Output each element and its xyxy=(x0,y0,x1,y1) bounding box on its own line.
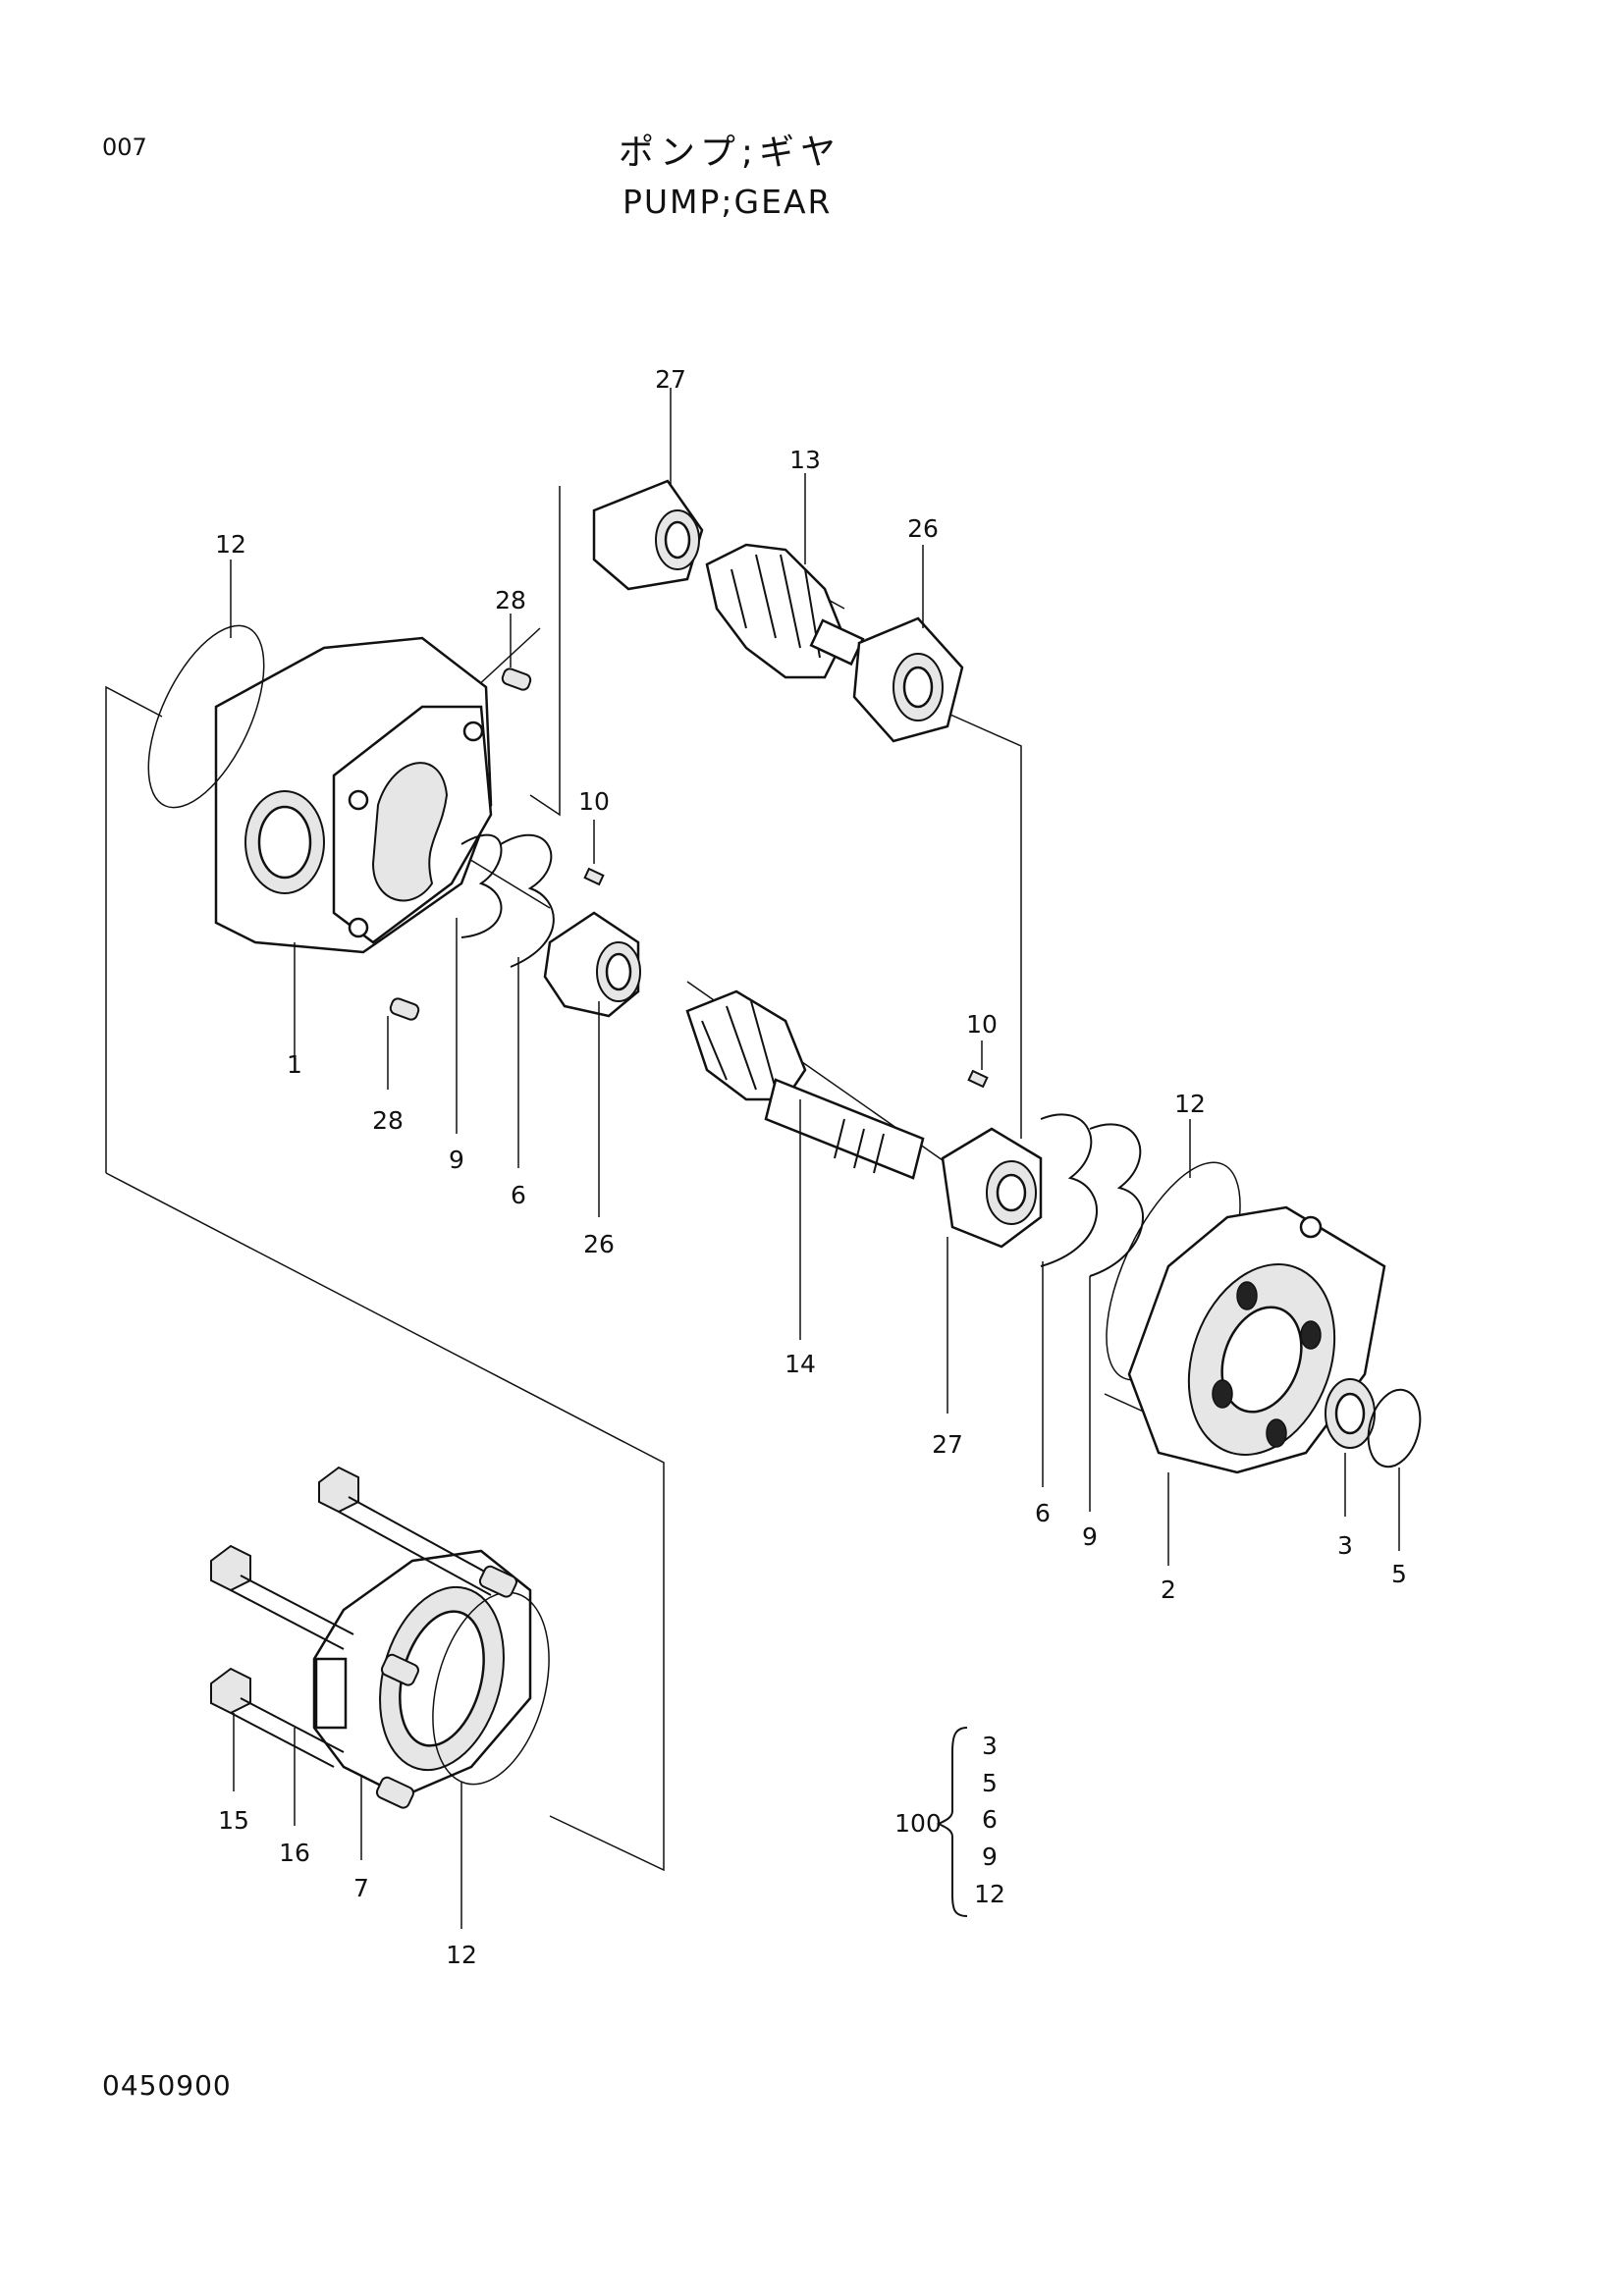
title-english: PUMP;GEAR xyxy=(622,183,833,221)
pump-body-part-1 xyxy=(214,636,493,954)
bushing-part-27-lower xyxy=(941,1127,1043,1249)
snap-ring-part-5 xyxy=(1367,1388,1422,1468)
oil-seal-part-3 xyxy=(1325,1378,1376,1449)
o-ring-part-12-plate xyxy=(432,1591,550,1786)
bushing-part-27-top xyxy=(592,479,704,591)
callout-10-left: 10 xyxy=(578,787,610,816)
callout-labels: 27 13 26 12 28 10 1 28 9 6 26 10 12 14 2… xyxy=(215,365,1407,1969)
callout-9-right: 9 xyxy=(1082,1522,1098,1551)
title-japanese: ポンプ;ギヤ xyxy=(619,133,842,173)
callout-leaders xyxy=(230,388,1400,1929)
stud-ends xyxy=(375,1565,517,1809)
key-part-10-left xyxy=(583,867,605,886)
o-ring-part-12-body xyxy=(147,624,265,809)
callout-6-left: 6 xyxy=(511,1181,526,1209)
callout-26-top: 26 xyxy=(907,514,939,543)
backup-ring-part-6-left xyxy=(500,833,555,968)
page-code: 007 xyxy=(102,133,147,161)
bushing-part-26-lower xyxy=(543,911,641,1018)
bolt-part-15-lower xyxy=(210,1667,345,1768)
callout-27-top: 27 xyxy=(655,365,686,394)
kit-bracket xyxy=(936,1727,968,1917)
callout-15: 15 xyxy=(218,1806,249,1835)
callout-27-lower: 27 xyxy=(932,1430,963,1459)
callout-12-plate: 12 xyxy=(446,1941,477,1969)
callout-13: 13 xyxy=(789,446,821,474)
drive-gear-shaft-part-14 xyxy=(685,989,925,1180)
callout-12-cover: 12 xyxy=(1174,1090,1206,1118)
callout-3: 3 xyxy=(1337,1531,1353,1560)
bushing-part-26-top xyxy=(852,616,964,743)
key-part-10-right xyxy=(967,1069,989,1089)
callout-12-body: 12 xyxy=(215,530,246,559)
callout-1: 1 xyxy=(287,1050,302,1079)
callout-2: 2 xyxy=(1161,1575,1176,1604)
callout-10-right: 10 xyxy=(966,1010,998,1039)
seal-part-9-right xyxy=(1089,1123,1144,1277)
callout-14: 14 xyxy=(784,1350,816,1378)
backup-ring-part-6-right xyxy=(1040,1113,1099,1267)
bolt-part-15-top xyxy=(318,1466,502,1596)
dowel-pin-part-28-top xyxy=(501,667,532,691)
driven-gear-part-13 xyxy=(705,543,865,679)
dowel-pin-part-28-bottom xyxy=(389,997,420,1021)
kit-item: 12 xyxy=(974,1880,1005,1908)
callout-9-left: 9 xyxy=(449,1146,464,1174)
drawing-number: 0450900 xyxy=(102,2069,232,2102)
callout-6-right: 6 xyxy=(1035,1499,1051,1527)
callout-16: 16 xyxy=(279,1839,310,1867)
bolt-part-15-upper xyxy=(210,1544,354,1650)
callout-26-lower: 26 xyxy=(583,1230,615,1258)
kit-item: 3 xyxy=(982,1732,998,1760)
kit-list: 100 3 5 6 9 12 xyxy=(894,1732,1005,1908)
callout-5: 5 xyxy=(1391,1560,1407,1588)
seal-part-9-left xyxy=(460,833,503,938)
kit-item: 9 xyxy=(982,1842,998,1871)
kit-number: 100 xyxy=(894,1809,942,1838)
callout-28-top: 28 xyxy=(495,586,526,614)
callout-7: 7 xyxy=(353,1874,369,1902)
callout-28-bottom: 28 xyxy=(372,1106,404,1135)
cover-part-2 xyxy=(1127,1205,1386,1474)
kit-item: 6 xyxy=(982,1805,998,1834)
kit-item: 5 xyxy=(982,1769,998,1797)
